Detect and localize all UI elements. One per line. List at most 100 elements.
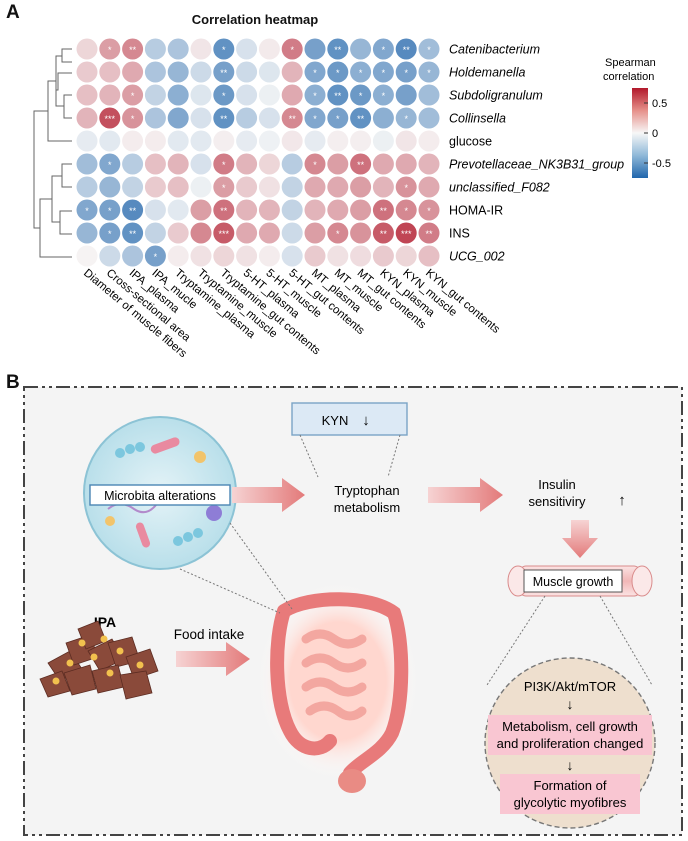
heatmap-cell (122, 130, 144, 152)
heatmap-cell (372, 84, 394, 106)
heatmap-cell (327, 38, 349, 60)
heatmap-cell (418, 130, 440, 152)
heatmap-cell (236, 107, 258, 129)
panel-b-letter: B (6, 372, 20, 393)
heatmap-cell (304, 61, 326, 83)
significance-mark: ** (220, 68, 228, 78)
heatmap-cell (372, 107, 394, 129)
metabolism-box (488, 715, 652, 755)
heatmap-cell (281, 130, 303, 152)
heatmap-cell (350, 38, 372, 60)
significance-mark: ** (129, 229, 137, 239)
heatmap-cell (167, 84, 189, 106)
row-label: Holdemanella (449, 66, 525, 80)
heatmap-cell (350, 84, 372, 106)
heatmap-cell (418, 107, 440, 129)
significance-mark: * (131, 91, 135, 101)
heatmap-cell (327, 130, 349, 152)
heatmap-cell (167, 245, 189, 267)
heatmap-cell (281, 107, 303, 129)
heatmap-cell (190, 153, 212, 175)
heatmap-cell (281, 38, 303, 60)
heatmap-cell (395, 84, 417, 106)
heatmap-cell (258, 84, 280, 106)
insulin-up-arrow: ↑ (618, 492, 626, 509)
heatmap-cell (190, 84, 212, 106)
legend-title-line1: Spearman (605, 57, 656, 69)
heatmap-cell (99, 199, 121, 221)
heatmap-cell (327, 199, 349, 221)
legend-tick-zero: 0 (652, 128, 658, 140)
heatmap-cell (372, 176, 394, 198)
heatmap-cell (327, 61, 349, 83)
heatmap-cell (418, 245, 440, 267)
significance-mark: * (336, 229, 340, 239)
heatmap-cell (236, 176, 258, 198)
heatmap-cell (304, 199, 326, 221)
heatmap-cell (395, 222, 417, 244)
insulin-line1: Insulin (538, 477, 576, 492)
significance-mark: * (382, 45, 386, 55)
heatmap-cell (76, 107, 98, 129)
heatmap-cell (236, 38, 258, 60)
heatmap-cell (281, 84, 303, 106)
heatmap-cell (76, 61, 98, 83)
heatmap-cell (418, 222, 440, 244)
heatmap-cell (327, 153, 349, 175)
significance-mark: ** (357, 160, 365, 170)
significance-mark: * (404, 206, 408, 216)
heatmap-cell (304, 245, 326, 267)
significance-mark: ** (289, 114, 297, 124)
significance-mark: * (336, 114, 340, 124)
heatmap-cell (304, 84, 326, 106)
heatmap-title: Correlation heatmap (191, 12, 319, 27)
heatmap-cell (281, 176, 303, 198)
heatmap-cell (395, 176, 417, 198)
heatmap-cell (395, 107, 417, 129)
heatmap-cell (418, 153, 440, 175)
row-label: UCG_002 (449, 250, 505, 264)
heatmap-cell (99, 176, 121, 198)
heatmap-cell (76, 153, 98, 175)
significance-mark: ** (129, 206, 137, 216)
metabolism-line1: Metabolism, cell growth (502, 719, 638, 734)
significance-mark: * (313, 114, 317, 124)
heatmap-cell (236, 84, 258, 106)
heatmap-cell (213, 38, 235, 60)
kyn-down-arrow: ↓ (362, 412, 370, 429)
heatmap-cell (350, 199, 372, 221)
color-legend: Spearman correlation 0.5 0 -0.5 (603, 57, 671, 178)
legend-colorbar (632, 88, 648, 178)
row-label: Collinsella (449, 112, 506, 126)
heatmap-cell (395, 245, 417, 267)
heatmap-cell (304, 222, 326, 244)
heatmap-cell (258, 107, 280, 129)
heatmap-cell (167, 107, 189, 129)
heatmap-cell (395, 38, 417, 60)
heatmap-cell (281, 153, 303, 175)
heatmap-cell (213, 222, 235, 244)
significance-mark: * (290, 45, 294, 55)
feed-pile-icon (39, 620, 159, 700)
heatmap-cell (258, 245, 280, 267)
heatmap-cell (122, 245, 144, 267)
muscle-callout-right (599, 595, 653, 686)
heatmap-cell (213, 84, 235, 106)
significance-mark: * (313, 68, 317, 78)
heatmap-cell (258, 222, 280, 244)
heatmap-cell (350, 130, 372, 152)
significance-mark: * (108, 45, 112, 55)
heatmap-cell (258, 61, 280, 83)
significance-mark: * (313, 91, 317, 101)
heatmap-cell (281, 222, 303, 244)
pathway-label: PI3K/Akt/mTOR (524, 679, 616, 694)
heatmap-cell (327, 176, 349, 198)
significance-mark: * (222, 183, 226, 193)
arrow-to-gut (176, 642, 250, 676)
heatmap-cell (99, 61, 121, 83)
heatmap-cell (99, 222, 121, 244)
heatmap-cell (122, 38, 144, 60)
kyn-callout-right (387, 434, 401, 478)
heatmap-cell (144, 199, 166, 221)
significance-mark: * (404, 183, 408, 193)
